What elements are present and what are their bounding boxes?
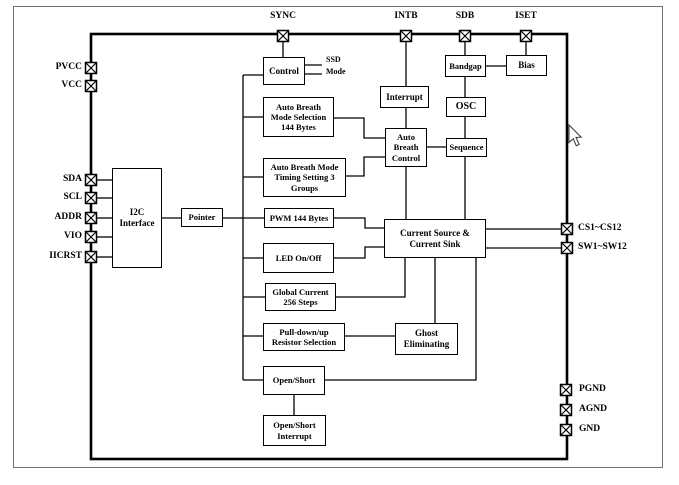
pin-scl-icon xyxy=(84,191,98,205)
pin-label-iicrst: IICRST xyxy=(49,251,82,261)
block-i2c-interface: I2C Interface xyxy=(112,168,162,268)
pin-label-sw1-sw12: SW1~SW12 xyxy=(578,242,627,252)
pin-agnd-icon xyxy=(559,403,573,417)
pin-vio-icon xyxy=(84,230,98,244)
pin-vcc-icon xyxy=(84,79,98,93)
label-mode: Mode xyxy=(326,67,346,76)
pin-label-sda: SDA xyxy=(62,174,82,184)
pin-sw-icon xyxy=(560,241,574,255)
block-open-short-interrupt: Open/Short Interrupt xyxy=(263,415,326,446)
pin-intb-icon xyxy=(399,29,413,43)
pin-iset-icon xyxy=(519,29,533,43)
block-global-current: Global Current 256 Steps xyxy=(265,283,336,311)
block-interrupt: Interrupt xyxy=(380,86,429,108)
pin-cs-icon xyxy=(560,222,574,236)
pin-label-sdb: SDB xyxy=(455,11,475,21)
pin-label-agnd: AGND xyxy=(579,404,607,414)
block-current-source-sink: Current Source & Current Sink xyxy=(384,219,486,258)
pin-addr-icon xyxy=(84,211,98,225)
pin-label-iset: ISET xyxy=(515,11,537,21)
block-auto-breath-control: Auto Breath Control xyxy=(385,128,427,167)
block-bias: Bias xyxy=(506,55,547,76)
pin-label-pgnd: PGND xyxy=(579,384,606,394)
block-sequence: Sequence xyxy=(446,138,487,157)
connector-wires xyxy=(97,42,561,415)
pin-label-cs1-cs12: CS1~CS12 xyxy=(578,223,622,233)
pin-gnd-icon xyxy=(559,423,573,437)
block-auto-breath-mode-timing: Auto Breath Mode Timing Setting 3 Groups xyxy=(263,158,346,197)
label-ssd: SSD xyxy=(326,55,341,64)
block-osc: OSC xyxy=(446,97,486,117)
block-open-short: Open/Short xyxy=(263,366,325,395)
block-auto-breath-mode-selection: Auto Breath Mode Selection 144 Bytes xyxy=(263,97,334,137)
pin-label-gnd: GND xyxy=(579,424,601,434)
pin-sdb-icon xyxy=(458,29,472,43)
block-bandgap: Bandgap xyxy=(445,55,486,77)
pin-sync-icon xyxy=(276,29,290,43)
pin-label-addr: ADDR xyxy=(54,212,82,222)
pin-label-vio: VIO xyxy=(64,231,82,241)
block-pwm-144-bytes: PWM 144 Bytes xyxy=(264,208,334,228)
block-led-on-off: LED On/Off xyxy=(263,243,334,273)
pin-label-sync: SYNC xyxy=(270,11,296,21)
figure-frame xyxy=(13,6,663,468)
block-pointer: Pointer xyxy=(181,208,223,227)
pin-label-scl: SCL xyxy=(63,192,82,202)
pin-iicrst-icon xyxy=(84,250,98,264)
pin-label-intb: INTB xyxy=(394,11,418,21)
block-pull-down-up-resistor: Pull-down/up Resistor Selection xyxy=(263,323,345,351)
pin-sda-icon xyxy=(84,173,98,187)
pin-label-pvcc: PVCC xyxy=(55,62,82,72)
mouse-cursor-icon xyxy=(568,123,583,147)
block-ghost-eliminating: Ghost Eliminating xyxy=(395,323,458,355)
block-control: Control xyxy=(263,57,305,85)
pin-pgnd-icon xyxy=(559,383,573,397)
pin-pvcc-icon xyxy=(84,61,98,75)
pin-label-vcc: VCC xyxy=(61,80,82,90)
